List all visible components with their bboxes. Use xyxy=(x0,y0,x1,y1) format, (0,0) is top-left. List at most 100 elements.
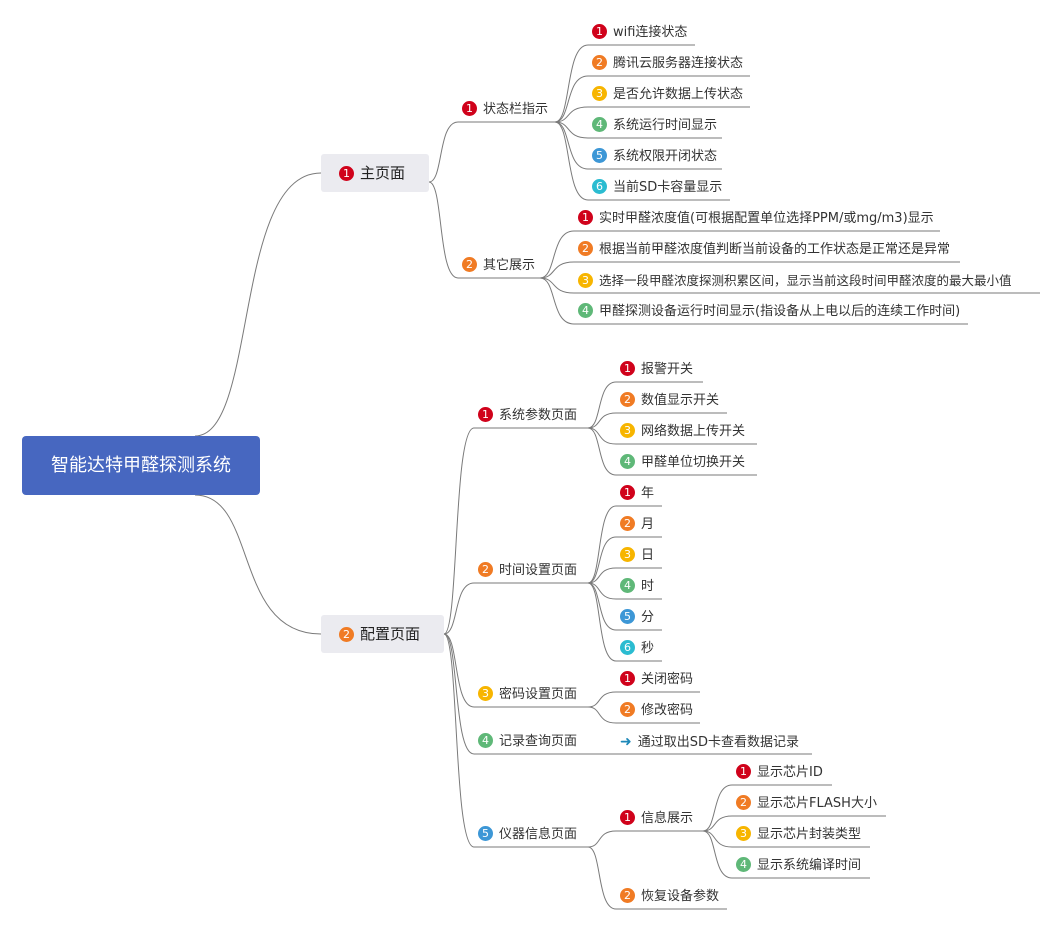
topic-label: 配置页面 xyxy=(360,625,421,643)
number-badge: 5 xyxy=(478,826,493,841)
topic-device-info[interactable]: 5 仪器信息页面 xyxy=(478,824,577,846)
number-badge: 2 xyxy=(339,627,354,642)
topic-status-bar[interactable]: 1 状态栏指示 xyxy=(462,99,548,121)
number-badge: 3 xyxy=(736,826,751,841)
number-badge: 1 xyxy=(462,101,477,116)
topic-item[interactable]: 1 wifi连接状态 xyxy=(592,22,687,44)
topic-label: 主页面 xyxy=(360,164,406,182)
number-badge: 1 xyxy=(592,24,607,39)
topic-label: 记录查询页面 xyxy=(499,734,578,749)
topic-label: 恢复设备参数 xyxy=(641,889,720,904)
topic-label: 网络数据上传开关 xyxy=(641,424,746,439)
number-badge: 4 xyxy=(592,117,607,132)
topic-item[interactable]: 4 系统运行时间显示 xyxy=(592,115,717,137)
number-badge: 1 xyxy=(339,166,354,181)
topic-label: 是否允许数据上传状态 xyxy=(613,87,744,102)
topic-label: 甲醛探测设备运行时间显示(指设备从上电以后的连续工作时间) xyxy=(599,304,961,319)
number-badge: 2 xyxy=(478,562,493,577)
branch-main-page[interactable]: 1 主页面 xyxy=(321,154,429,192)
topic-label: 显示芯片封装类型 xyxy=(757,827,862,842)
topic-label: 显示芯片ID xyxy=(757,765,823,780)
topic-info-display[interactable]: 1 信息展示 xyxy=(620,808,693,830)
topic-label: 仪器信息页面 xyxy=(499,827,578,842)
topic-label: 数值显示开关 xyxy=(641,393,720,408)
number-badge: 2 xyxy=(620,392,635,407)
number-badge: 4 xyxy=(578,303,593,318)
number-badge: 1 xyxy=(578,210,593,225)
topic-item[interactable]: 2 数值显示开关 xyxy=(620,390,719,412)
number-badge: 3 xyxy=(620,547,635,562)
topic-item[interactable]: 2 腾讯云服务器连接状态 xyxy=(592,53,743,75)
number-badge: 1 xyxy=(620,361,635,376)
topic-label: 根据当前甲醛浓度值判断当前设备的工作状态是正常还是异常 xyxy=(599,242,951,257)
topic-label: 腾讯云服务器连接状态 xyxy=(613,56,744,71)
number-badge: 2 xyxy=(592,55,607,70)
topic-item[interactable]: 4 甲醛探测设备运行时间显示(指设备从上电以后的连续工作时间) xyxy=(578,301,960,323)
topic-other-display[interactable]: 2 其它展示 xyxy=(462,255,535,277)
topic-item[interactable]: 3 选择一段甲醛浓度探测积累区间，显示当前这段时间甲醛浓度的最大最小值 xyxy=(578,270,1012,292)
topic-label: 信息展示 xyxy=(641,811,694,826)
number-badge: 2 xyxy=(620,702,635,717)
topic-label: 选择一段甲醛浓度探测积累区间，显示当前这段时间甲醛浓度的最大最小值 xyxy=(599,273,1012,288)
topic-item[interactable]: 2 修改密码 xyxy=(620,700,693,722)
topic-item[interactable]: 3 网络数据上传开关 xyxy=(620,421,745,443)
number-badge: 2 xyxy=(620,516,635,531)
topic-label: 系统权限开闭状态 xyxy=(613,149,718,164)
number-badge: 1 xyxy=(736,764,751,779)
topic-item[interactable]: 3 显示芯片封装类型 xyxy=(736,824,861,846)
topic-label: 甲醛单位切换开关 xyxy=(641,455,746,470)
number-badge: 3 xyxy=(620,423,635,438)
topic-label: 显示系统编译时间 xyxy=(757,858,862,873)
topic-label: 年 xyxy=(641,486,655,501)
number-badge: 3 xyxy=(592,86,607,101)
topic-label: 状态栏指示 xyxy=(483,102,549,117)
number-badge: 6 xyxy=(620,640,635,655)
number-badge: 5 xyxy=(620,609,635,624)
topic-item[interactable]: 3 是否允许数据上传状态 xyxy=(592,84,743,106)
topic-label: 秒 xyxy=(641,641,655,656)
topic-item[interactable]: 2 根据当前甲醛浓度值判断当前设备的工作状态是正常还是异常 xyxy=(578,239,950,261)
topic-label: 其它展示 xyxy=(483,258,536,273)
branch-config-page[interactable]: 2 配置页面 xyxy=(321,615,444,653)
number-badge: 3 xyxy=(578,273,593,288)
arrow-right-icon: ➜ xyxy=(620,734,632,750)
topic-item[interactable]: 1 显示芯片ID xyxy=(736,762,823,784)
number-badge: 2 xyxy=(578,241,593,256)
number-badge: 2 xyxy=(462,257,477,272)
topic-time-settings[interactable]: 2 时间设置页面 xyxy=(478,560,577,582)
topic-label: 关闭密码 xyxy=(641,672,694,687)
number-badge: 1 xyxy=(620,810,635,825)
root-topic[interactable]: 智能达特甲醛探测系统 xyxy=(22,436,260,495)
number-badge: 3 xyxy=(478,686,493,701)
topic-label: 显示芯片FLASH大小 xyxy=(757,796,877,811)
topic-item[interactable]: ➜通过取出SD卡查看数据记录 xyxy=(620,731,799,753)
topic-label: 报警开关 xyxy=(641,362,694,377)
topic-item[interactable]: 1 报警开关 xyxy=(620,359,693,381)
topic-label: 时 xyxy=(641,579,655,594)
topic-label: wifi连接状态 xyxy=(613,25,688,40)
topic-label: 修改密码 xyxy=(641,703,694,718)
number-badge: 6 xyxy=(592,179,607,194)
topic-label: 时间设置页面 xyxy=(499,563,578,578)
topic-label: 分 xyxy=(641,610,655,625)
topic-label: 系统运行时间显示 xyxy=(613,118,718,133)
number-badge: 1 xyxy=(620,485,635,500)
